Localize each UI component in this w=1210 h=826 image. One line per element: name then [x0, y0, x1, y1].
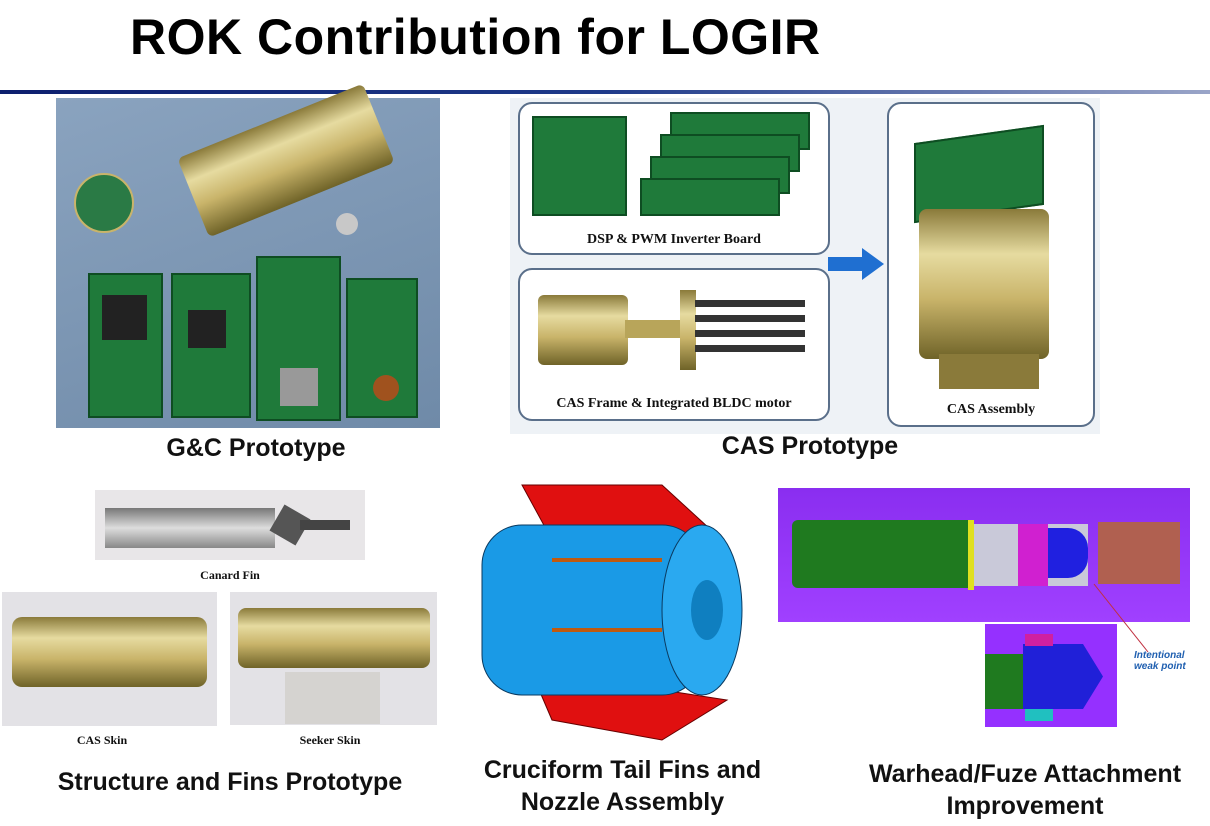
canard-fin-label: Canard Fin	[200, 568, 260, 582]
seeker-skin-photo	[230, 592, 437, 725]
dsp-board-label: DSP & PWM Inverter Board	[587, 232, 761, 247]
cruciform-tail-fins-model	[462, 480, 747, 745]
seeker-skin-label: Seeker Skin	[299, 733, 361, 747]
weak-point-annotation: Intentional weak point	[1134, 650, 1186, 672]
cas-prototype-panel: DSP & PWM Inverter Board CAS Frame & Int…	[510, 98, 1100, 434]
cas-skin-photo	[2, 592, 217, 726]
dsp-board-box: DSP & PWM Inverter Board	[518, 102, 830, 255]
warhead-caption-line2: Improvement	[946, 792, 1104, 820]
cruciform-caption-line2: Nozzle Assembly	[520, 788, 725, 816]
title-divider	[0, 90, 1210, 94]
cas-assembly-label: CAS Assembly	[946, 402, 1036, 417]
cas-assembly-box: CAS Assembly	[887, 102, 1095, 427]
cas-frame-label: CAS Frame & Integrated BLDC motor	[556, 396, 792, 411]
warhead-caption: Warhead/Fuze Attachment Improvement	[840, 758, 1210, 822]
fuze-detail-model	[985, 624, 1117, 727]
cas-caption: CAS Prototype	[721, 432, 899, 460]
annotation-line1: Intentional	[1134, 650, 1185, 661]
gc-caption: G&C Prototype	[166, 434, 346, 462]
gc-prototype-photo	[56, 83, 440, 428]
canard-fin-photo	[95, 490, 365, 560]
cas-frame-box: CAS Frame & Integrated BLDC motor	[518, 268, 830, 421]
cas-skin-label: CAS Skin	[76, 733, 128, 747]
warhead-fuze-model	[778, 488, 1190, 622]
arrow-right-icon	[828, 248, 884, 280]
warhead-caption-line1: Warhead/Fuze Attachment	[868, 760, 1182, 788]
annotation-line2: weak point	[1134, 661, 1186, 672]
annotation-leader-line	[1093, 583, 1149, 653]
cruciform-caption: Cruciform Tail Fins and Nozzle Assembly	[445, 754, 800, 818]
structure-caption: Structure and Fins Prototype	[57, 768, 403, 796]
cruciform-caption-line1: Cruciform Tail Fins and	[483, 756, 762, 784]
slide-title: ROK Contribution for LOGIR	[130, 9, 821, 65]
